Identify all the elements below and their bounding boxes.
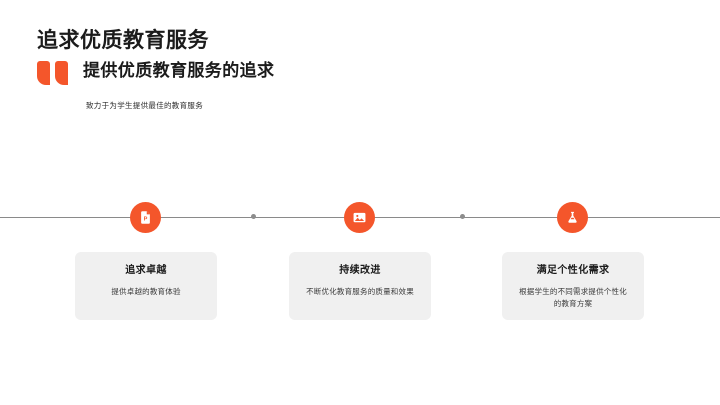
card-description: 提供卓越的教育体验 [111,287,181,296]
timeline-connector-dot [460,214,465,219]
card-title: 持续改进 [339,265,381,276]
header-description: 致力于为学生提供最佳的教育服务 [86,101,203,110]
timeline-card-1[interactable]: 追求卓越 提供卓越的教育体验 [75,252,217,320]
document-file-icon: P [138,210,153,225]
card-description: 根据学生的不同需求提供个性化的教育方案 [519,287,627,308]
timeline-node-1[interactable]: P [130,202,161,233]
flask-beaker-icon [565,210,580,225]
subtitle-row: 提供优质教育服务的追求 [37,60,274,89]
slide-subtitle: 提供优质教育服务的追求 [83,61,275,80]
card-title: 追求卓越 [125,265,167,276]
timeline-card-2[interactable]: 持续改进 不断优化教育服务的质量和效果 [289,252,431,320]
timeline-card-3[interactable]: 满足个性化需求 根据学生的不同需求提供个性化的教育方案 [502,252,644,320]
image-picture-icon [352,210,367,225]
page-title: 追求优质教育服务 [37,29,209,52]
svg-text:P: P [144,217,148,223]
card-title: 满足个性化需求 [536,265,610,276]
timeline-node-3[interactable] [557,202,588,233]
card-description: 不断优化教育服务的质量和效果 [306,287,414,296]
timeline-node-2[interactable] [344,202,375,233]
timeline-connector-dot [251,214,256,219]
quote-mark-icon [37,61,77,89]
